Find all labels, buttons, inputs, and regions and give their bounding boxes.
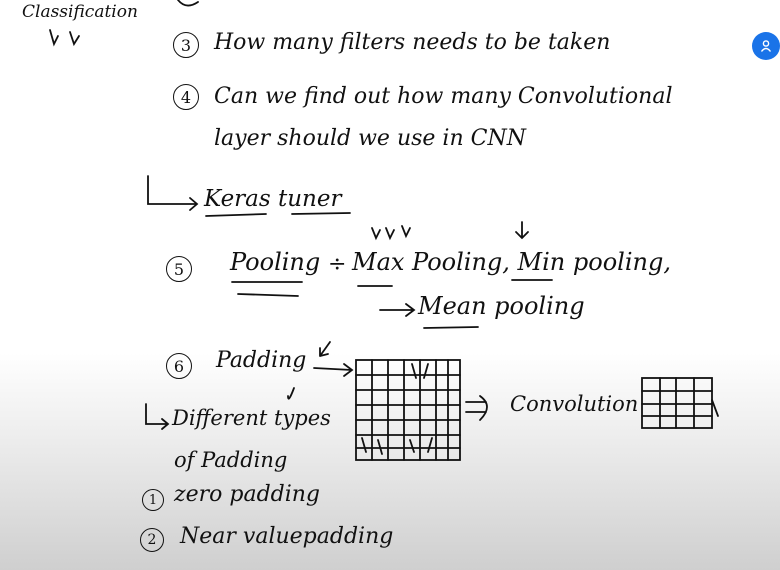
pooling-types-line2: Mean pooling [418, 292, 585, 320]
min-arrow [515, 221, 529, 240]
max-arrows [371, 225, 411, 241]
item-3-text: How many filters needs to be taken [214, 30, 611, 55]
types-hook [145, 403, 170, 430]
pooling-colon: ÷ [328, 252, 347, 277]
keras-underline [205, 213, 267, 217]
keras-arrow [147, 175, 197, 205]
classification-text: Classification [22, 2, 138, 22]
near-padding-text: Near valuepadding [180, 524, 394, 549]
keras-tuner-text: Keras tuner [204, 186, 342, 212]
pooling-types-line1: Max Pooling, Min pooling, [352, 248, 671, 276]
padding-underline [287, 387, 295, 400]
zero-padding-text: zero padding [174, 482, 321, 507]
convolution-label: Convolution [510, 392, 639, 416]
item-4-line1: Can we find out how many Convolutional [214, 84, 673, 109]
item-4-number: 4 [173, 84, 199, 110]
padding-label: Padding [216, 348, 307, 373]
user-avatar-button[interactable] [752, 32, 780, 60]
zero-padding-number: 1 [142, 489, 164, 511]
near-padding-number: 2 [140, 528, 164, 552]
person-icon [760, 40, 772, 52]
item-6-number: 6 [166, 353, 192, 379]
cutoff-stroke [177, 0, 199, 7]
item-4-line2: layer should we use in CNN [214, 126, 526, 151]
down-arrow-1 [49, 29, 59, 47]
equals-arrow [465, 395, 488, 421]
tuner-underline [291, 212, 351, 215]
down-arrow-2 [69, 31, 80, 47]
item-5-number: 5 [166, 256, 192, 282]
mean-arrow [379, 303, 416, 317]
pooling-underline-2 [237, 293, 299, 297]
padding-down-arrow [319, 341, 331, 357]
pooling-label: Pooling [230, 248, 321, 276]
padding-arrow [313, 363, 354, 377]
different-types-line1: Different types [172, 406, 331, 430]
output-grid [641, 377, 719, 429]
item-3-number: 3 [173, 32, 199, 58]
mean-underline [423, 326, 479, 329]
different-types-line2: of Padding [174, 448, 288, 472]
padded-input-grid [355, 359, 461, 461]
